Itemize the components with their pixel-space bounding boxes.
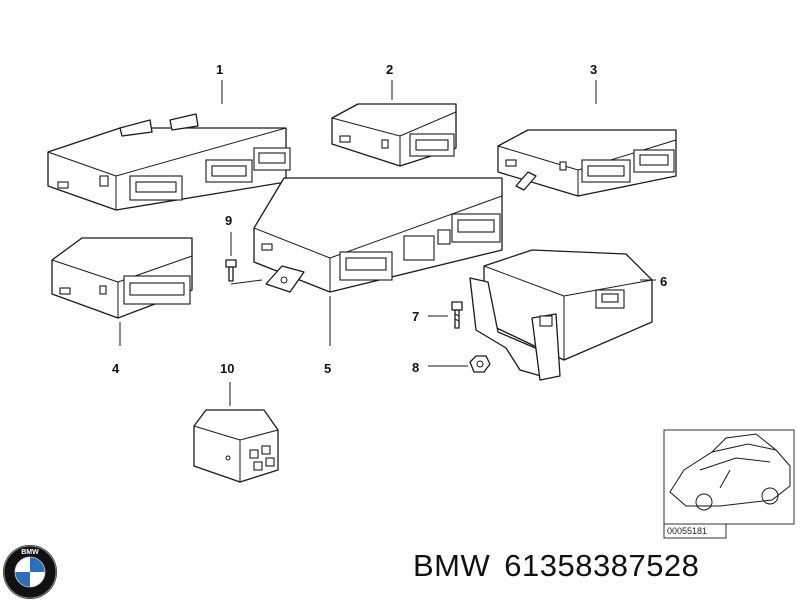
callout-4: 4 — [112, 361, 120, 376]
part-5-control-module — [253, 177, 503, 293]
vehicle-reference-thumbnail: 00055181 — [663, 429, 795, 539]
part-7-screw — [451, 301, 463, 329]
callout-7: 7 — [412, 309, 419, 324]
part-8-nut — [469, 355, 491, 373]
part-2-control-module — [331, 103, 457, 167]
part-number: 61358387528 — [504, 548, 700, 583]
part-4-control-module — [51, 237, 193, 319]
callout-1: 1 — [216, 62, 223, 77]
logo-lettering: BMW — [21, 549, 39, 556]
brand-name: BMW — [413, 548, 491, 583]
bmw-roundel-icon: BMW — [3, 545, 57, 599]
part-10-relay — [193, 409, 279, 483]
callout-3: 3 — [590, 62, 597, 77]
callout-8: 8 — [412, 360, 419, 375]
part-9-screw — [225, 259, 263, 285]
footer-part-label: BMW 61358387528 — [413, 548, 713, 584]
callout-10: 10 — [220, 361, 234, 376]
part-3-control-module — [497, 129, 677, 197]
reference-code: 00055181 — [667, 526, 707, 536]
part-6-module-with-bracket — [469, 249, 653, 381]
callout-2: 2 — [386, 62, 393, 77]
callout-9: 9 — [225, 213, 232, 228]
part-1-control-module — [47, 113, 291, 211]
callout-5: 5 — [324, 361, 331, 376]
callout-6: 6 — [660, 274, 667, 289]
